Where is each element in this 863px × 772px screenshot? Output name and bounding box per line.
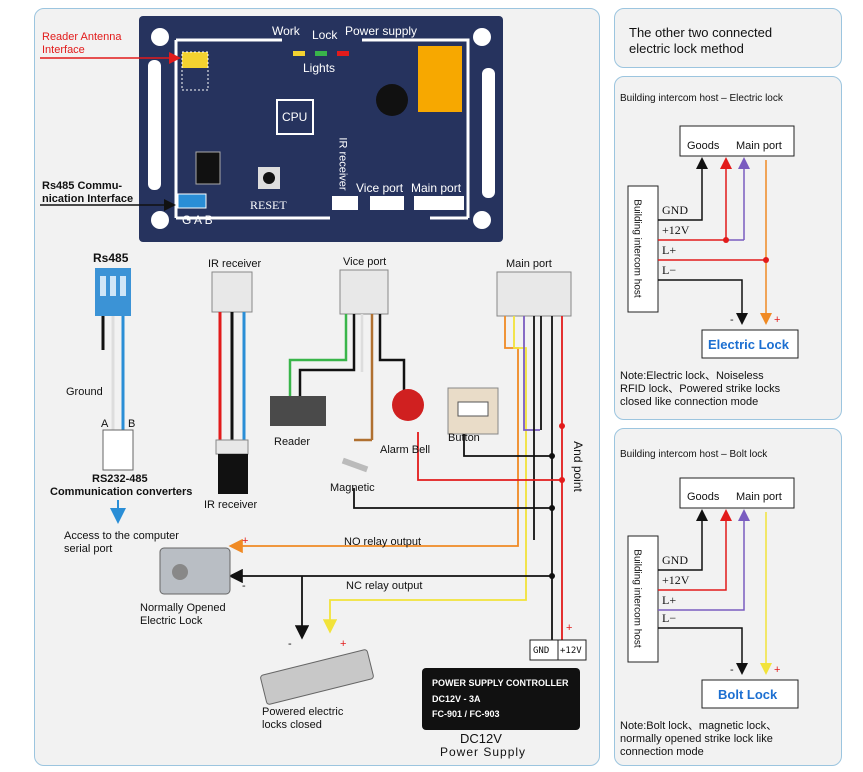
reset-label: RESET — [250, 198, 287, 212]
vice-port-board-label: Vice port — [356, 181, 404, 195]
bolt-host-label: Building intercom host — [631, 549, 643, 648]
work-lock-label: Work — [272, 24, 300, 38]
no-lock-plus: + — [242, 535, 249, 547]
electric-lminus-label: L− — [662, 263, 677, 277]
magnetic-label: Magnetic — [330, 482, 375, 494]
side-title: The other two connected electric lock me… — [629, 25, 773, 56]
no-lock-label: Normally Opened Electric Lock — [140, 602, 226, 627]
psu-title: DC12V — [460, 731, 502, 746]
bolt-lplus-label: L+ — [662, 593, 677, 607]
b-label: B — [128, 418, 136, 430]
no-relay-label: NO relay output — [344, 536, 422, 548]
electric-note: Note:Electric lock、Noiseless RFID lock、P… — [620, 370, 781, 408]
main-port-connector — [496, 271, 572, 317]
powered-lock-plus: + — [340, 638, 347, 650]
main-port-board-label: Main port — [411, 181, 462, 195]
bolt-lock-plus: + — [774, 664, 781, 676]
electric-lock-name: Electric Lock — [708, 337, 789, 352]
vice-port-title: Vice port — [343, 256, 387, 268]
psu-subtitle: Power Supply — [440, 745, 527, 759]
power-supply-label: Power supply — [345, 24, 418, 38]
controller-board — [139, 16, 503, 242]
bolt-note: Note:Bolt lock、magnetic lock、 normally o… — [620, 720, 778, 758]
main-port-title: Main port — [506, 258, 552, 270]
electric-lplus-label: L+ — [662, 243, 677, 257]
converter-label: RS232-485 — [92, 473, 148, 485]
lock-label: Lock — [312, 28, 338, 42]
electric-host-label: Building intercom host — [631, 199, 643, 298]
reader-antenna-label: Reader Antenna Interface — [42, 31, 122, 56]
psu-line2: DC12V - 3A — [432, 694, 481, 704]
side-title-panel: The other two connected electric lock me… — [614, 8, 842, 68]
computer-label: Access to the computer serial port — [64, 530, 179, 555]
electric-lock-minus: - — [730, 314, 734, 326]
powered-lock-label: Powered electric locks closed — [262, 706, 344, 731]
bolt-lminus-label: L− — [662, 611, 677, 625]
v12-terminal-label: +12V — [560, 646, 582, 656]
bolt-panel-title: Building intercom host – Bolt lock — [620, 449, 768, 460]
electric-panel-title: Building intercom host – Electric lock — [620, 93, 783, 104]
rs485-interface-label: Rs485 Commu- nication Interface — [42, 180, 134, 205]
bolt-gnd-label: GND — [662, 553, 688, 567]
electric-v12-label: +12V — [662, 223, 690, 237]
psu-line3: FC-901 / FC-903 — [432, 709, 500, 719]
gnd-terminal-label: GND — [533, 646, 550, 656]
lights-label: Lights — [303, 61, 336, 75]
button-label: Button — [448, 432, 480, 444]
bolt-lock-minus: - — [730, 664, 734, 676]
bolt-lock-name: Bolt Lock — [718, 687, 778, 702]
ir-receiver-connector — [211, 271, 253, 313]
electric-goods-label: Goods — [687, 140, 720, 152]
alarm-bell-label: Alarm Bell — [380, 444, 431, 456]
nc-relay-label: NC relay output — [346, 580, 423, 592]
reader-label: Reader — [274, 436, 311, 448]
psu-line1: POWER SUPPLY CONTROLLER — [432, 678, 569, 688]
vice-port-connector — [339, 269, 389, 315]
rs485-connector — [95, 268, 131, 316]
bolt-v12-label: +12V — [662, 573, 690, 587]
bolt-main-port-label: Main port — [736, 491, 782, 503]
ir-receiver-board-label: IR receiver — [336, 137, 349, 191]
ground-label: Ground — [66, 386, 103, 398]
a-label: A — [101, 418, 109, 430]
cpu-label: CPU — [282, 110, 308, 124]
electric-lock-plus: + — [774, 314, 781, 326]
bolt-goods-label: Goods — [687, 491, 720, 503]
no-lock-minus: - — [242, 580, 246, 592]
and-point-label: And point — [570, 441, 585, 492]
electric-gnd-label: GND — [662, 203, 688, 217]
rs485-title: Rs485 — [93, 251, 129, 265]
ir-receiver-device-label: IR receiver — [204, 499, 258, 511]
converter-sub-label: Communication converters — [50, 486, 193, 498]
gab-label: G A B — [182, 213, 213, 227]
psu-plus: + — [566, 622, 573, 634]
electric-main-port-label: Main port — [736, 140, 782, 152]
powered-lock-minus: - — [288, 638, 292, 650]
ir-receiver-title: IR receiver — [208, 258, 262, 270]
